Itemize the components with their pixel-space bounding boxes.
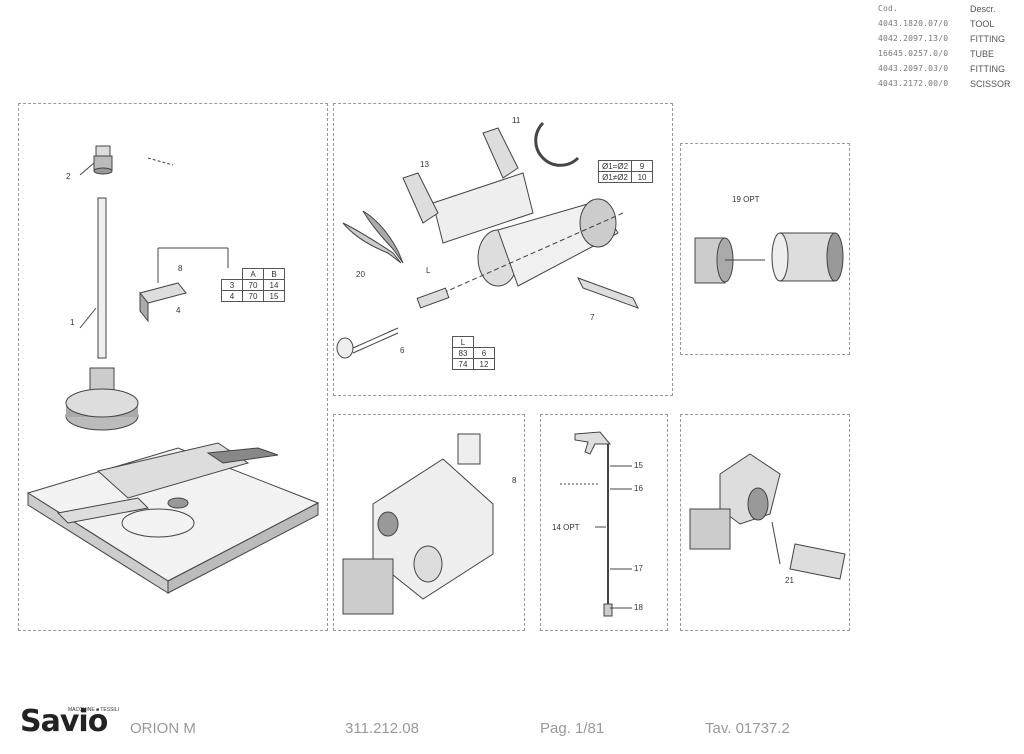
parts-desc: TOOL bbox=[970, 18, 995, 29]
cutter-drawing bbox=[689, 453, 846, 580]
parts-row: 4042.2097.13/0 FITTING bbox=[858, 31, 1018, 46]
table-l-cell: 74 bbox=[452, 358, 474, 370]
panel-motor-block bbox=[333, 414, 525, 631]
logo-brand: Savio bbox=[20, 704, 108, 739]
table-l-cell: 12 bbox=[473, 358, 495, 370]
parts-desc: SCISSOR bbox=[970, 78, 1011, 89]
table-l-cell: 83 bbox=[452, 347, 474, 359]
callout-11: 11 bbox=[512, 116, 521, 125]
footer-tav: Tav. 01737.2 bbox=[705, 720, 790, 737]
footer: Savio MACCHINE ■ TESSILI ORION M 311.212… bbox=[0, 700, 1024, 754]
callout-2: 2 bbox=[66, 172, 71, 181]
callout-8-right: 8 bbox=[512, 476, 517, 485]
callout-L: L bbox=[426, 266, 431, 275]
table-dia-cell: Ø1≠Ø2 bbox=[597, 171, 633, 183]
table-ab-cell: 14 bbox=[263, 279, 285, 291]
parts-code: 4042.2097.13/0 bbox=[878, 34, 949, 43]
table-dia-cell: 10 bbox=[631, 171, 654, 183]
parts-list: Cod. Descr. 4043.1820.07/0 TOOL 4042.209… bbox=[858, 4, 1018, 91]
callout-19: 19 OPT bbox=[732, 195, 760, 204]
table-ab-cell: 70 bbox=[242, 279, 264, 291]
footer-model: ORION M bbox=[130, 720, 196, 737]
logo-tagline: MACCHINE ■ TESSILI bbox=[68, 707, 119, 713]
callout-4: 4 bbox=[176, 306, 181, 315]
table-l-header: L bbox=[452, 336, 474, 348]
callout-17: 17 bbox=[634, 564, 643, 573]
callout-1: 1 bbox=[70, 318, 75, 327]
table-dia-cell: Ø1=Ø2 bbox=[597, 160, 633, 172]
callout-18: 18 bbox=[634, 603, 643, 612]
savio-logo: Savio MACCHINE ■ TESSILI bbox=[20, 704, 119, 739]
callout-14: 14 OPT bbox=[552, 523, 580, 532]
table-dia-cell: 9 bbox=[631, 160, 654, 172]
scissor-assembly-drawing bbox=[336, 121, 640, 359]
callout-15: 15 bbox=[634, 461, 643, 470]
parts-row: 4043.2097.03/0 FITTING bbox=[858, 61, 1018, 76]
panel-opt-19 bbox=[680, 143, 850, 355]
parts-code: 4043.1820.07/0 bbox=[878, 19, 949, 28]
table-ab-cell: 4 bbox=[221, 290, 243, 302]
parts-desc: TUBE bbox=[970, 48, 995, 59]
callout-8-left: 8 bbox=[178, 264, 183, 273]
motor-block-drawing bbox=[342, 433, 494, 615]
parts-desc: FITTING bbox=[970, 63, 1005, 74]
parts-desc-header: Descr. bbox=[970, 4, 996, 14]
parts-row: 16645.0257.0/0 TUBE bbox=[858, 46, 1018, 61]
table-ab-header-a: A bbox=[242, 268, 264, 280]
callout-20: 20 bbox=[356, 270, 365, 279]
footer-page: Pag. 1/81 bbox=[540, 720, 605, 737]
panel-cutter bbox=[680, 414, 850, 631]
table-ab-cell: 70 bbox=[242, 290, 264, 302]
parts-code-header: Cod. bbox=[878, 4, 899, 13]
parts-desc: FITTING bbox=[970, 33, 1005, 44]
panel-tool-stand bbox=[18, 103, 328, 631]
callout-21: 21 bbox=[785, 576, 794, 585]
callout-16: 16 bbox=[634, 484, 643, 493]
table-l-cell: 6 bbox=[473, 347, 495, 359]
opt-19-drawing bbox=[694, 232, 844, 284]
panel-scissor-assembly bbox=[333, 103, 673, 396]
callout-7: 7 bbox=[590, 313, 595, 322]
parts-code: 4043.2097.03/0 bbox=[878, 64, 949, 73]
panel-opt-14 bbox=[540, 414, 668, 631]
callout-13: 13 bbox=[420, 160, 429, 169]
tool-stand-drawing bbox=[26, 145, 320, 594]
parts-code: 4043.2172.00/0 bbox=[878, 79, 949, 88]
parts-list-header: Cod. Descr. bbox=[858, 4, 1018, 16]
table-ab-cell: 3 bbox=[221, 279, 243, 291]
parts-row: 4043.1820.07/0 TOOL bbox=[858, 16, 1018, 31]
parts-code: 16645.0257.0/0 bbox=[878, 49, 949, 58]
table-ab-header-b: B bbox=[263, 268, 285, 280]
parts-row: 4043.2172.00/0 SCISSOR bbox=[858, 76, 1018, 91]
table-ab-cell: 15 bbox=[263, 290, 285, 302]
opt-14-drawing bbox=[560, 431, 632, 617]
footer-code: 311.212.08 bbox=[345, 720, 419, 737]
callout-6: 6 bbox=[400, 346, 405, 355]
